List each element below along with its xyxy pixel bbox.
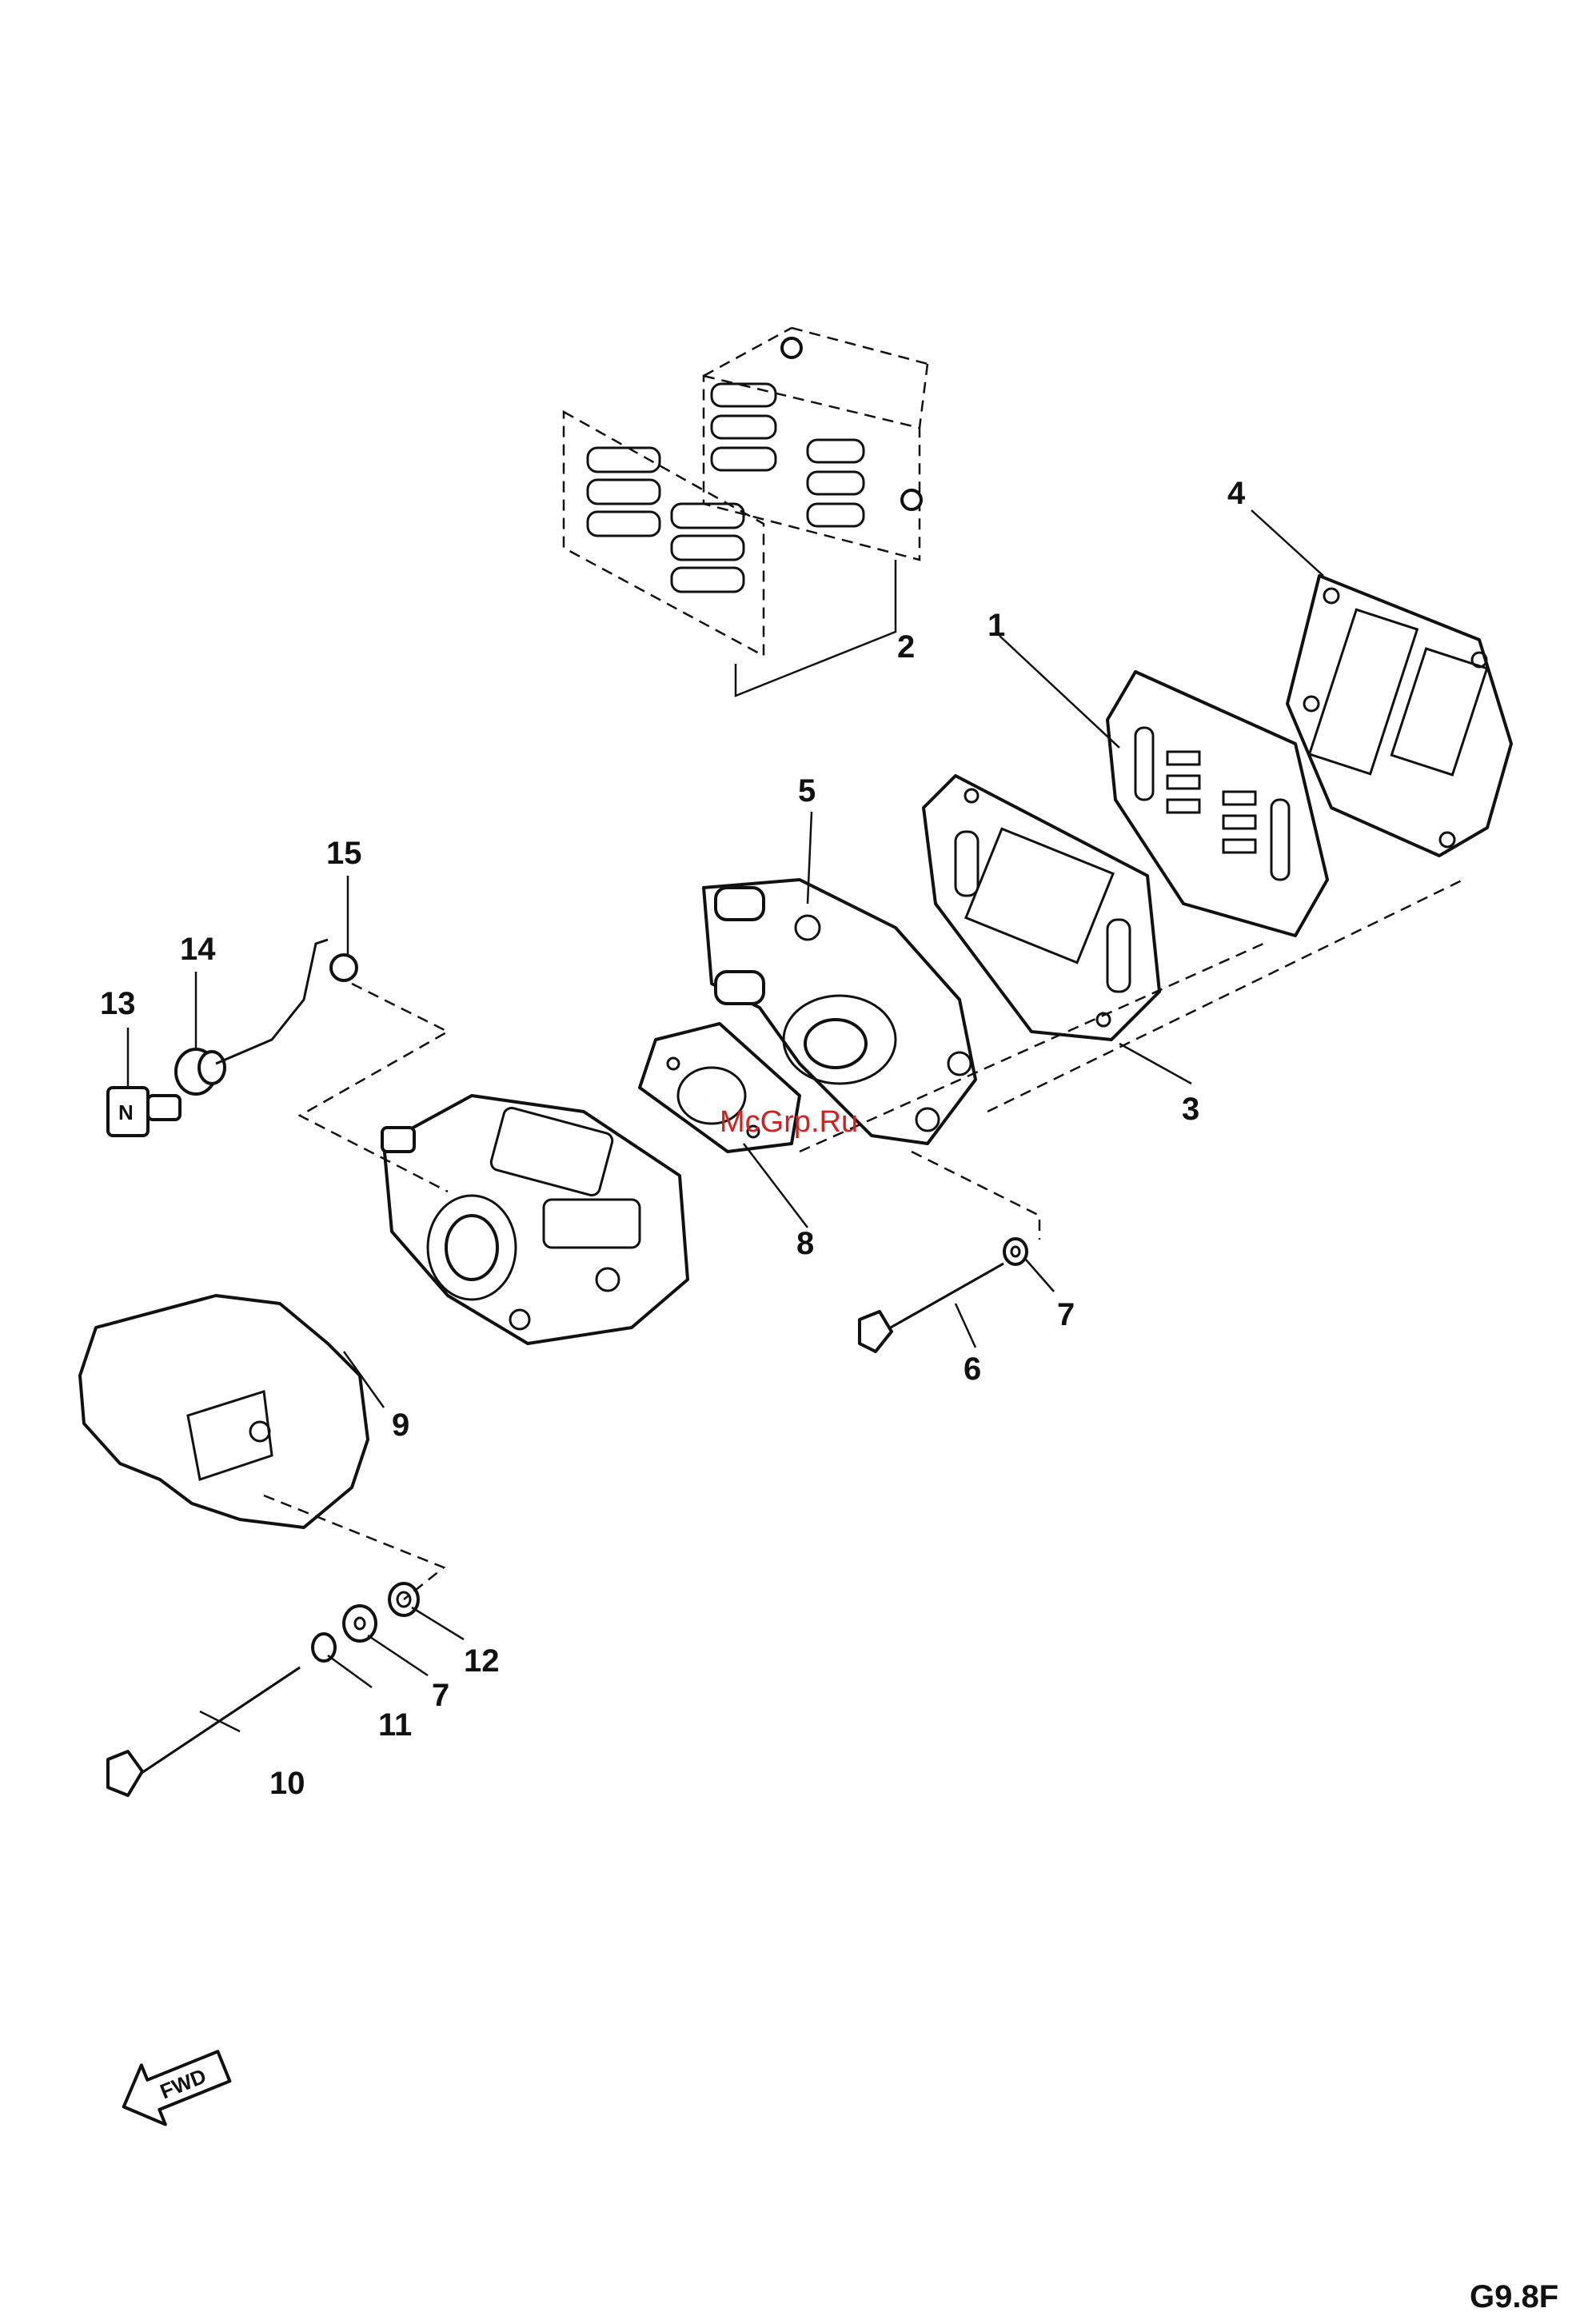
callout-7-upper: 7 (1057, 1297, 1075, 1332)
grommet-14 (176, 1049, 225, 1094)
svg-text:N: N (118, 1100, 134, 1124)
callout-5: 5 (798, 773, 816, 809)
fwd-arrow-icon: FWD (112, 2037, 236, 2137)
callout-1: 1 (988, 608, 1005, 643)
callout-14: 14 (180, 932, 216, 967)
callout-8: 8 (796, 1226, 814, 1261)
diagram-code: G9.8F (1470, 2279, 1558, 2314)
watermark-text: McGrp.Ru (720, 1105, 858, 1139)
callouts: 1 2 3 4 5 6 7 8 9 10 11 7 12 13 14 15 (100, 476, 1246, 1801)
callout-2: 2 (897, 629, 915, 665)
bolt-6 (860, 1264, 1003, 1352)
callout-10: 10 (269, 1766, 305, 1801)
callout-3: 3 (1182, 1092, 1199, 1127)
callout-9: 9 (392, 1408, 409, 1443)
callout-13: 13 (100, 986, 136, 1021)
reed-valve-detail (564, 328, 928, 696)
carburetor (382, 1096, 688, 1344)
callout-11: 11 (378, 1707, 412, 1743)
choke-knob-13: N (108, 1088, 180, 1136)
callout-12: 12 (464, 1643, 500, 1679)
callout-7-lower: 7 (432, 1678, 449, 1713)
intake-silencer-9 (80, 1296, 368, 1527)
callout-15: 15 (326, 836, 362, 871)
lock-washer-11 (313, 1634, 335, 1661)
callout-6: 6 (964, 1352, 981, 1387)
choke-rod-15 (216, 940, 357, 1064)
washer-7-lower (344, 1606, 376, 1641)
gasket-4 (1287, 576, 1511, 856)
callout-4: 4 (1227, 476, 1246, 511)
washer-7-upper (1004, 1239, 1027, 1264)
